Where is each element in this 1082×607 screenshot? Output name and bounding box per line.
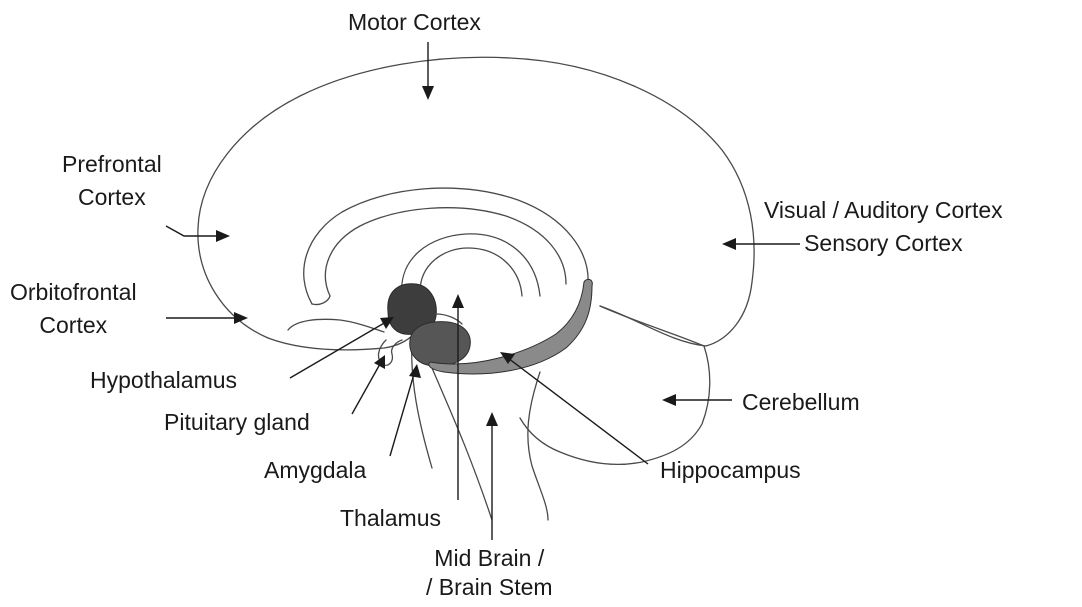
hypothalamus-arrow [290, 322, 386, 378]
cerebellum-outline [520, 306, 710, 464]
corpus-callosum-outer [304, 188, 588, 304]
cerebellum-arrowhead [662, 394, 676, 406]
thalamus-label: Thalamus [340, 504, 441, 533]
amygdala-arrow [390, 374, 414, 456]
prefrontal-arrow [166, 226, 220, 236]
prefrontal-arrowhead [216, 230, 230, 242]
mid-brain-stem-label: Mid Brain / / Brain Stem [426, 544, 553, 602]
hippocampus-label: Hippocampus [660, 456, 801, 485]
pituitary-gland-label: Pituitary gland [164, 408, 310, 437]
visual-auditory-arrowhead [722, 238, 736, 250]
callosum-cap [312, 296, 330, 305]
mid-brain-arrowhead [486, 412, 498, 426]
pituitary-arrowhead [374, 355, 385, 369]
visual-auditory-sensory-label: Visual / Auditory Cortex Sensory Cortex [764, 196, 1003, 258]
cortex-outline [198, 57, 754, 346]
brain-stem-outline-2 [528, 372, 548, 520]
prefrontal-cortex-label: Prefrontal Cortex [62, 150, 162, 212]
corpus-callosum-inner [325, 208, 566, 296]
hypothalamus-label: Hypothalamus [90, 366, 237, 395]
thalamus-arrowhead [452, 294, 464, 308]
brain-stem-outline [432, 368, 492, 520]
motor-cortex-label: Motor Cortex [348, 8, 481, 37]
orbital-inner [288, 319, 384, 332]
thalamus-shape [410, 322, 471, 366]
motor-cortex-arrowhead [422, 86, 434, 100]
pituitary-arrow [352, 364, 380, 414]
cerebellum-label: Cerebellum [742, 388, 860, 417]
amygdala-label: Amygdala [264, 456, 366, 485]
fornix-inner [420, 248, 522, 296]
amygdala-arrowhead [409, 364, 421, 378]
orbitofrontal-cortex-label: Orbitofrontal Cortex [10, 278, 137, 340]
